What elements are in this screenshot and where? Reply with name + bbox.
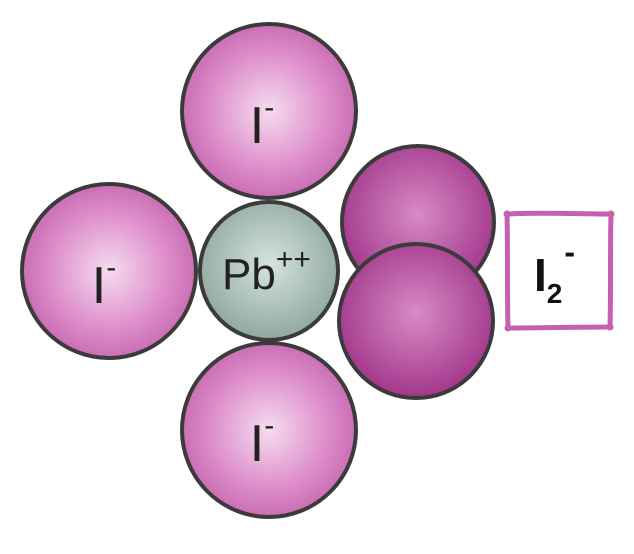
label-box-corner xyxy=(607,210,615,218)
label-box-corner xyxy=(606,323,614,331)
iodide-ion-bottom xyxy=(180,341,358,519)
iodide-label-left: I- xyxy=(92,251,116,315)
label-box-text: I2- xyxy=(534,234,575,309)
label-box-frame xyxy=(504,210,614,331)
diiodine-atom-lower xyxy=(337,242,495,400)
iodide-ion-top xyxy=(180,22,358,200)
label-box-corner xyxy=(504,324,512,332)
lead-ion-center xyxy=(198,200,340,342)
lead-label: Pb++ xyxy=(222,243,311,299)
iodide-label-top: I- xyxy=(250,91,274,155)
iodide-label-bottom: I- xyxy=(250,409,274,473)
iodide-ion-left xyxy=(20,182,198,360)
label-box-corner xyxy=(503,210,511,218)
